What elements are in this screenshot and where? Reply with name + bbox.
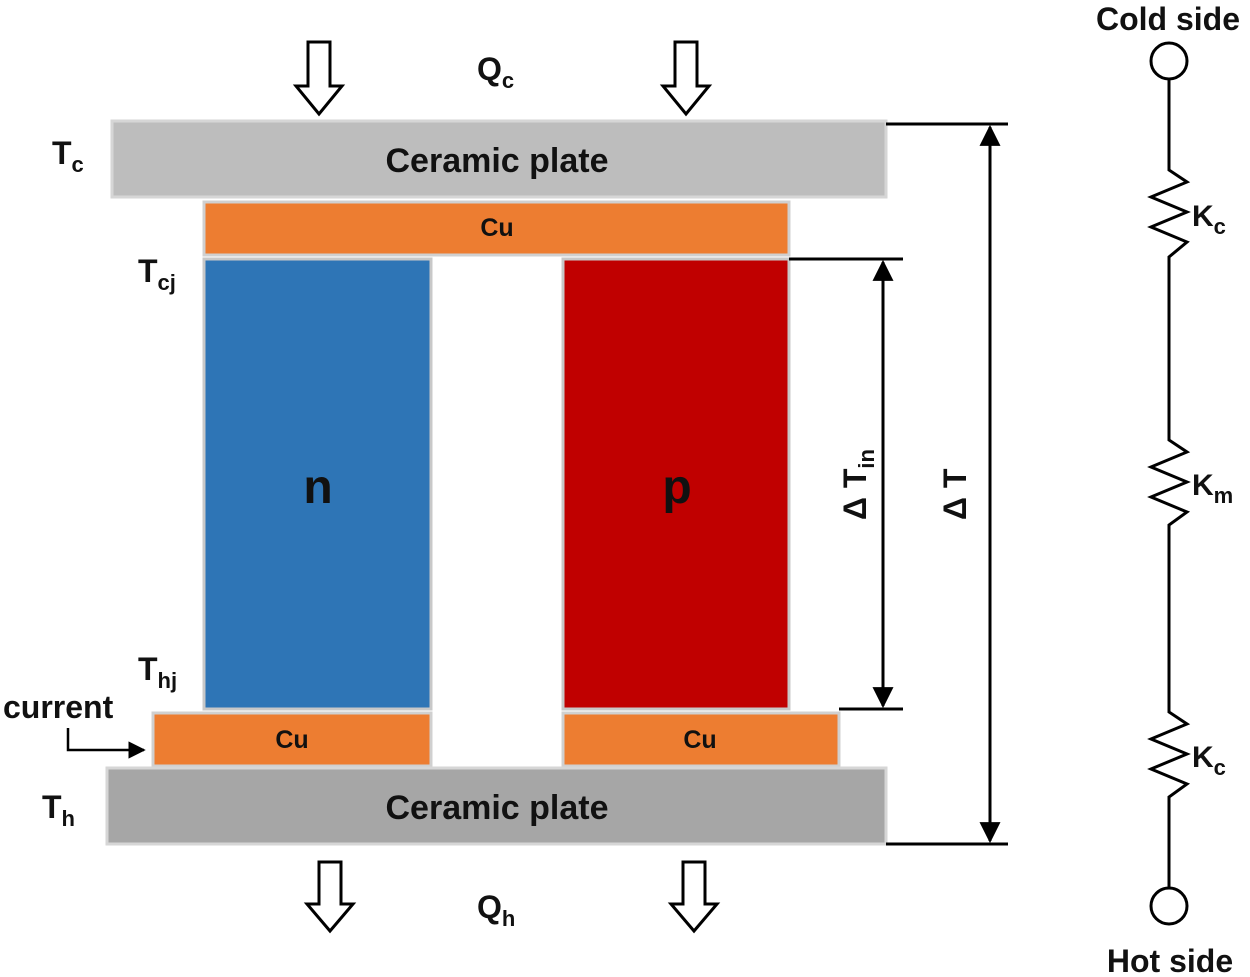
bottom-left-copper-label: Cu — [275, 726, 308, 754]
current-arrow — [66, 728, 146, 759]
heat-in-arrows — [292, 40, 713, 117]
bottom-left-copper — [151, 711, 433, 768]
bottom-ceramic-plate — [105, 766, 888, 846]
bottom-right-copper — [561, 711, 841, 768]
thj-label: Thj — [138, 651, 177, 693]
heat-out-arrow-right — [667, 860, 721, 934]
tc-label: Tc — [52, 135, 84, 177]
n-leg-label: n — [303, 461, 332, 514]
heat-top-label: Qc — [477, 51, 514, 93]
cold-side-node — [1149, 41, 1189, 81]
heat-bottom-label: Qh — [477, 889, 515, 931]
hot-side-node — [1149, 886, 1189, 926]
heat-in-arrow-left — [292, 40, 346, 117]
current-label: current — [3, 689, 114, 725]
top-plate-label: Ceramic plate — [386, 142, 609, 180]
p-type-leg — [561, 257, 791, 711]
delta-t-in-label: Δ Tin — [837, 449, 879, 520]
n-type-leg — [202, 257, 433, 711]
top-copper — [202, 200, 791, 257]
resistor-km-label: Km — [1192, 469, 1233, 508]
bottom-right-copper-label: Cu — [683, 726, 716, 754]
th-label: Th — [42, 789, 75, 831]
heat-out-arrow-left — [303, 860, 357, 934]
resistor-kc-bottom-label: Kc — [1192, 741, 1226, 780]
tcj-label: Tcj — [138, 253, 176, 295]
cold-side-label: Cold side — [1096, 1, 1240, 37]
resistor-kc-top-label: Kc — [1192, 200, 1226, 239]
heat-out-arrows — [303, 860, 721, 934]
delta-t-label: Δ T — [937, 468, 973, 520]
top-copper-label: Cu — [480, 214, 513, 242]
bottom-plate-label: Ceramic plate — [386, 789, 609, 827]
heat-in-arrow-right — [659, 40, 713, 117]
p-leg-label: p — [662, 461, 691, 514]
top-ceramic-plate — [110, 119, 888, 199]
circuit-wire — [1147, 79, 1191, 888]
hot-side-label: Hot side — [1107, 943, 1233, 977]
